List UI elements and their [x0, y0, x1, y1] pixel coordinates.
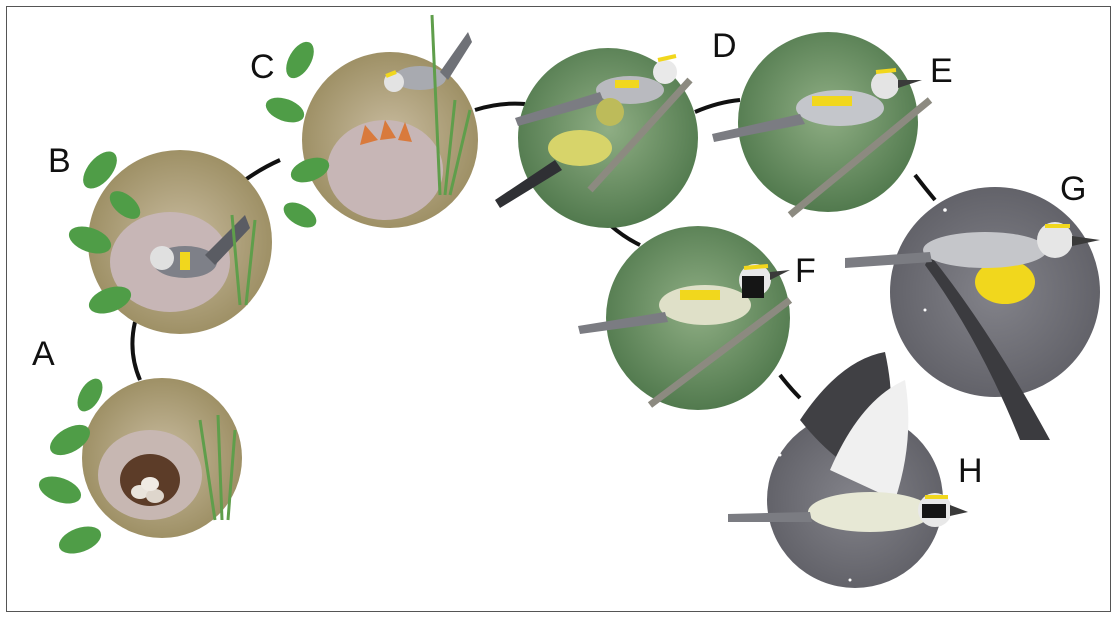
stage-label: D — [712, 27, 737, 65]
beak-icon — [950, 505, 968, 516]
stage-label: B — [48, 142, 71, 180]
crown-patch — [876, 70, 896, 72]
stage-label: H — [958, 452, 983, 490]
bird-body — [808, 492, 932, 532]
star-icon — [943, 208, 947, 212]
bird-body — [923, 232, 1047, 268]
bird-head — [871, 71, 899, 99]
throat-patch — [922, 504, 946, 518]
stage-label: A — [32, 335, 55, 373]
throat-patch — [742, 276, 764, 298]
stage-f: F — [578, 226, 816, 410]
star-icon — [849, 579, 852, 582]
stage-h: H — [728, 352, 983, 588]
adult-bird-head — [653, 60, 677, 84]
stage-label: C — [250, 48, 275, 86]
fledgling-body — [548, 130, 612, 166]
wing-patch — [680, 290, 720, 300]
wing-patch — [615, 80, 639, 88]
star-icon — [924, 309, 927, 312]
bird-tail — [728, 512, 812, 522]
egg-icon — [141, 477, 159, 491]
stage-b: B — [48, 142, 272, 334]
crown-patch — [658, 56, 676, 60]
stage-d: D — [495, 27, 737, 228]
stage-label: G — [1060, 170, 1086, 208]
egg-icon — [146, 489, 164, 503]
stage-e: E — [712, 32, 953, 215]
bird-tail — [440, 32, 472, 80]
wing-patch — [180, 252, 190, 270]
fledgling-head — [596, 98, 624, 126]
bird-head — [150, 246, 174, 270]
stage-label: F — [795, 252, 816, 290]
wing-patch — [812, 96, 852, 106]
star-icon — [779, 454, 782, 457]
stage-label: E — [930, 52, 953, 90]
stage-c: C — [250, 15, 478, 233]
bird-body — [796, 90, 884, 126]
crown-patch — [744, 266, 768, 268]
